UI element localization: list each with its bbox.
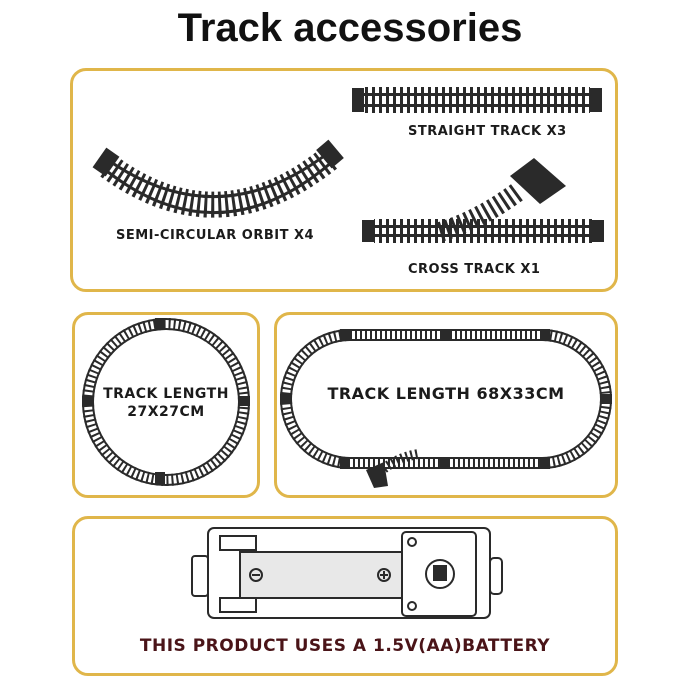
circle-length-line1: TRACK LENGTH	[103, 386, 229, 402]
battery-compartment-icon	[191, 527, 503, 619]
semi-circular-label: SEMI-CIRCULAR ORBIT X4	[116, 228, 315, 243]
straight-track-icon	[352, 87, 602, 113]
circle-layout-panel	[72, 312, 260, 498]
straight-track-label: STRAIGHT TRACK X3	[408, 124, 567, 139]
semi-circular-track-icon	[92, 139, 344, 218]
circle-length-line2: 27X27CM	[127, 404, 205, 420]
oval-length-label: TRACK LENGTH 68X33CM	[327, 384, 565, 403]
cross-track-icon	[362, 158, 604, 243]
circle-layout-icon	[82, 318, 250, 486]
page-title: Track accessories	[177, 6, 523, 50]
oval-layout-icon	[280, 329, 612, 488]
battery-note: THIS PRODUCT USES A 1.5V(AA)BATTERY	[139, 636, 551, 656]
cross-track-label: CROSS TRACK X1	[408, 262, 541, 277]
